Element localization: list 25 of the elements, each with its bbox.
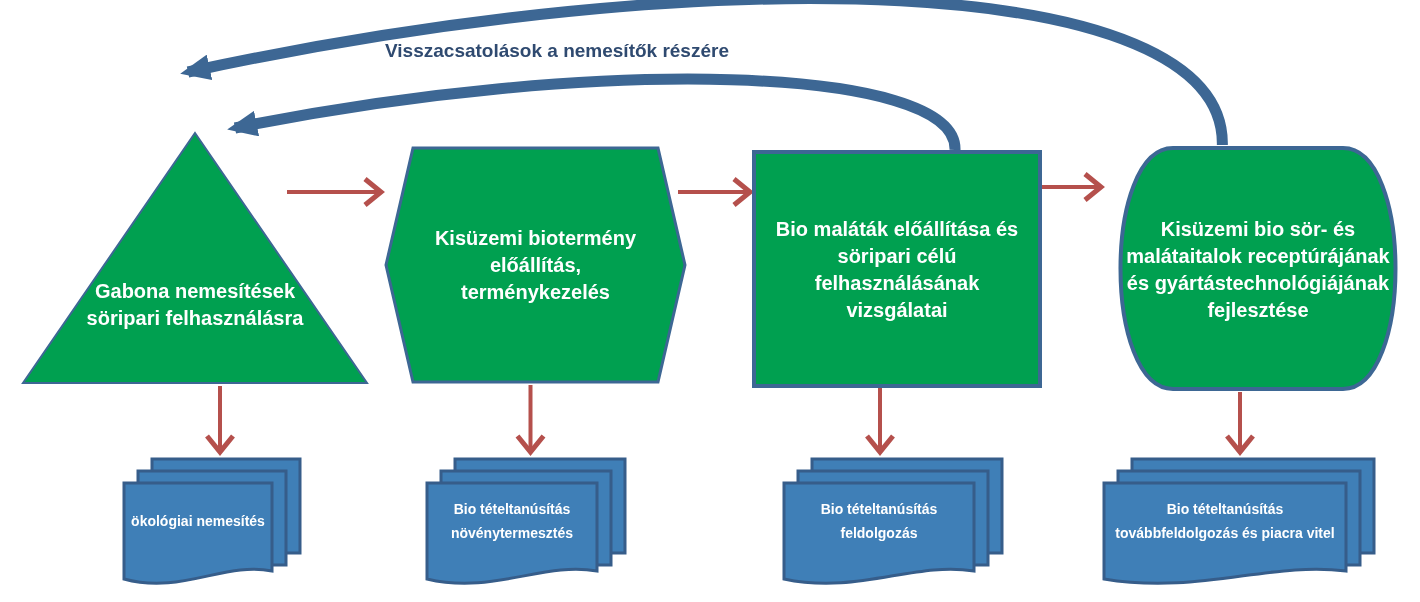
arrow xyxy=(864,388,896,455)
triangle-shape xyxy=(20,130,370,386)
node-text: Bio tételtanúsítás feldolgozás xyxy=(819,500,939,543)
node-text: Bio tételtanúsítás növénytermesztés xyxy=(449,500,575,543)
node-text: Gabona nemesítések söripari felhasználásra xyxy=(85,279,305,331)
node-text: Bio maláták előállítása és söripari célú felhasználásának vizsgálatai xyxy=(774,217,1020,323)
node-text: Kisüzemi bio sör- és malátaitalok receptúrájának és gyártástechnológiájának fejlesztése xyxy=(1125,217,1391,323)
process-box xyxy=(752,150,1042,388)
feedback-arrow xyxy=(180,0,1228,147)
multi-document-shape xyxy=(425,457,625,587)
arrow xyxy=(1224,392,1256,455)
arrow xyxy=(678,176,753,208)
multi-document-shape xyxy=(1102,457,1374,587)
node-text: ökológiai nemesítés xyxy=(131,512,265,532)
multi-document-shape xyxy=(782,457,1002,587)
multi-document-shape xyxy=(122,457,300,587)
hexagon-shape xyxy=(383,145,688,385)
arrow xyxy=(204,386,236,455)
node-text: Kisüzemi biotermény előállítás, terménykezelés xyxy=(433,225,638,305)
arrow xyxy=(287,176,384,208)
arrow xyxy=(515,385,546,455)
feedback-arrow xyxy=(227,73,961,152)
node-text: Bio tételtanúsítás továbbfeldolgozás és piacra vitel xyxy=(1114,500,1336,543)
arrow xyxy=(1042,171,1104,203)
feedback-label: Visszacsatolások a nemesítők részére xyxy=(385,40,729,62)
